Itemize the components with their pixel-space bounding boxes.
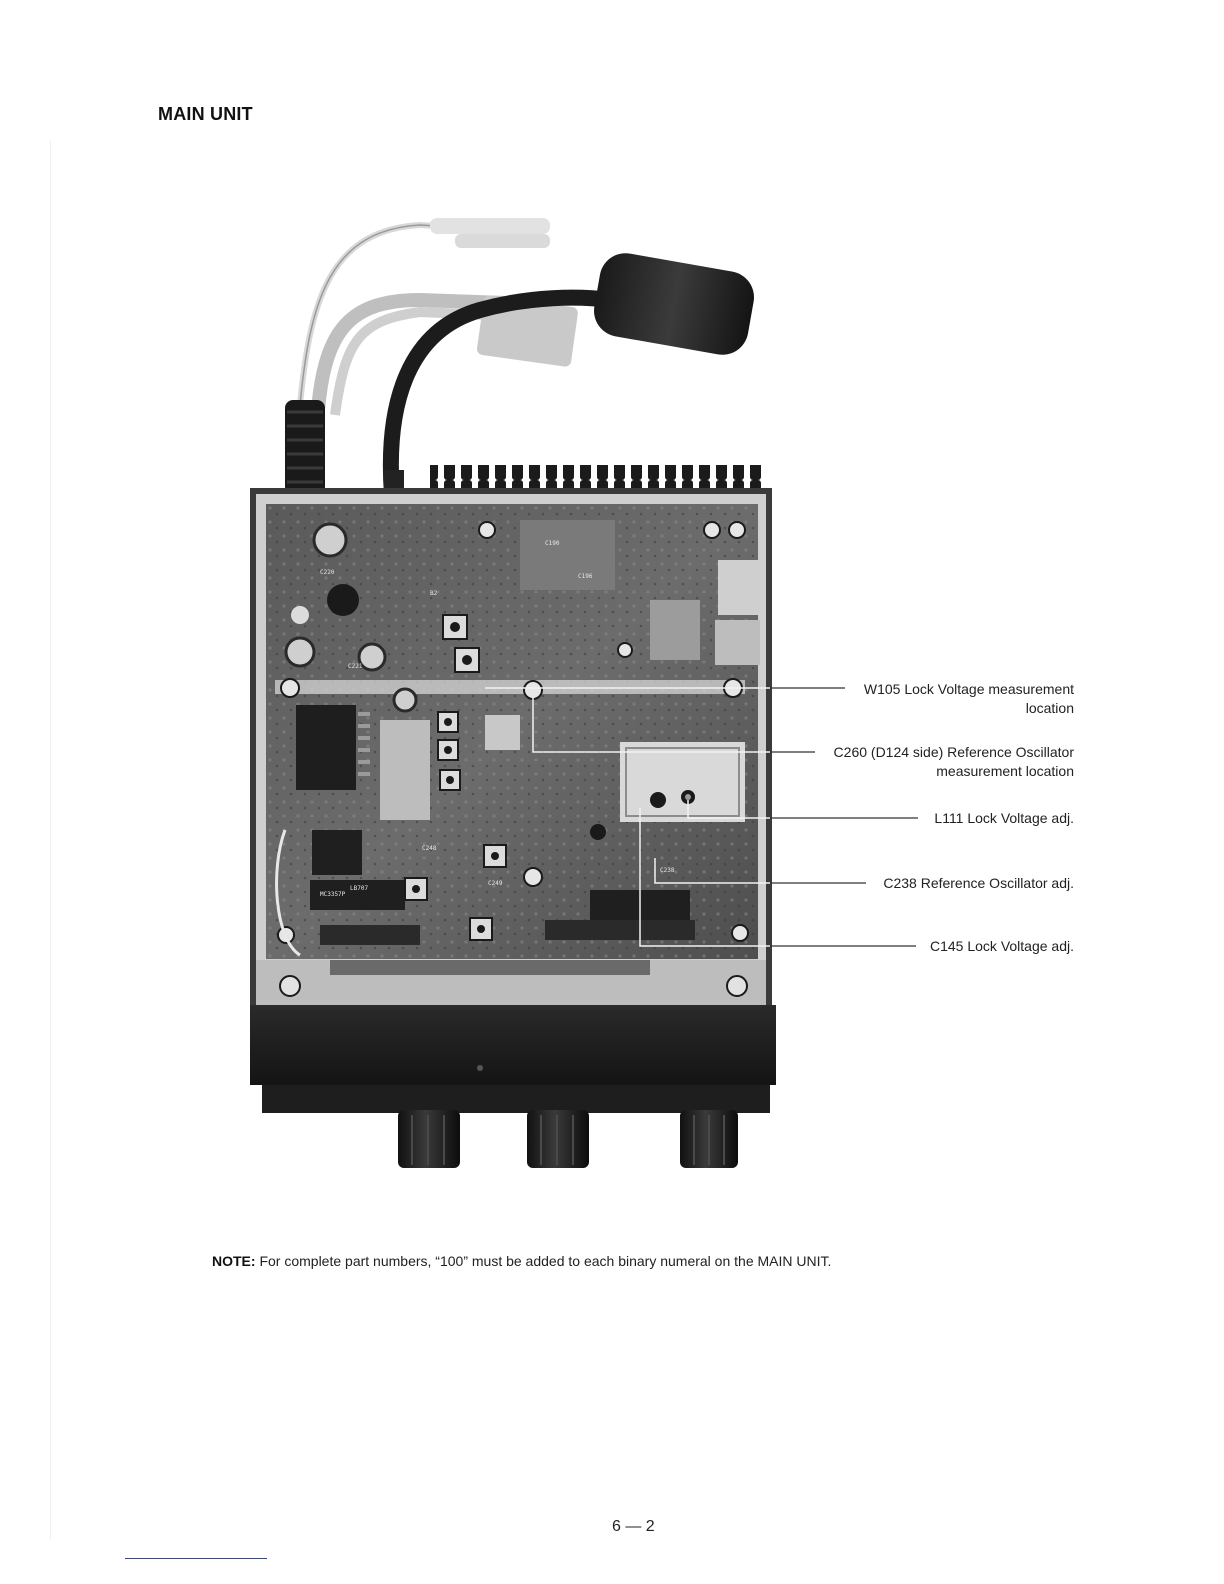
callout-text: W105 Lock Voltage measurement bbox=[863, 681, 1074, 697]
silkscreen-label: MC3357P bbox=[320, 891, 346, 898]
silkscreen-label: C190 bbox=[545, 540, 560, 547]
silkscreen-label: C249 bbox=[488, 880, 503, 887]
footer-rule bbox=[125, 1558, 267, 1559]
callout-leader-l111 bbox=[687, 800, 918, 819]
callout-c238-reference-oscillator-adj: C238 Reference Oscillator adj. bbox=[883, 874, 1074, 893]
callout-c145-lock-voltage-adj: C145 Lock Voltage adj. bbox=[930, 937, 1074, 956]
silkscreen-label: B2 bbox=[430, 590, 438, 597]
page-margin-line bbox=[50, 140, 51, 1540]
silkscreen-label: C196 bbox=[578, 573, 593, 580]
silkscreen-label: C221 bbox=[348, 663, 363, 670]
page-title: MAIN UNIT bbox=[158, 104, 253, 124]
callout-c260-reference-oscillator: C260 (D124 side) Reference Oscillator me… bbox=[834, 743, 1074, 781]
silkscreen-label: C238 bbox=[660, 867, 675, 874]
callout-text: C238 Reference Oscillator adj. bbox=[883, 875, 1074, 891]
note-label: NOTE: bbox=[212, 1253, 256, 1269]
callout-w105-lock-voltage: W105 Lock Voltage measurement location bbox=[864, 680, 1074, 718]
callout-leader-c260 bbox=[532, 697, 815, 753]
callout-text: L111 Lock Voltage adj. bbox=[934, 810, 1074, 826]
callout-text: C260 (D124 side) Reference Oscillator bbox=[833, 744, 1074, 760]
page-number: 6 — 2 bbox=[612, 1518, 655, 1535]
silkscreen-label: C248 bbox=[422, 845, 437, 852]
callout-leader-c145 bbox=[639, 808, 916, 947]
callout-text: location bbox=[1025, 700, 1074, 716]
footnote: NOTE: For complete part numbers, “100” m… bbox=[212, 1253, 831, 1269]
callout-l111-lock-voltage-adj: L111 Lock Voltage adj. bbox=[934, 809, 1074, 828]
callout-leader-c238 bbox=[654, 858, 866, 884]
callout-text: measurement location bbox=[936, 763, 1074, 779]
silkscreen-label: C220 bbox=[320, 569, 335, 576]
note-text: For complete part numbers, “100” must be… bbox=[255, 1253, 832, 1269]
callout-text: C145 Lock Voltage adj. bbox=[930, 938, 1074, 954]
silkscreen-label: LB707 bbox=[350, 885, 368, 892]
